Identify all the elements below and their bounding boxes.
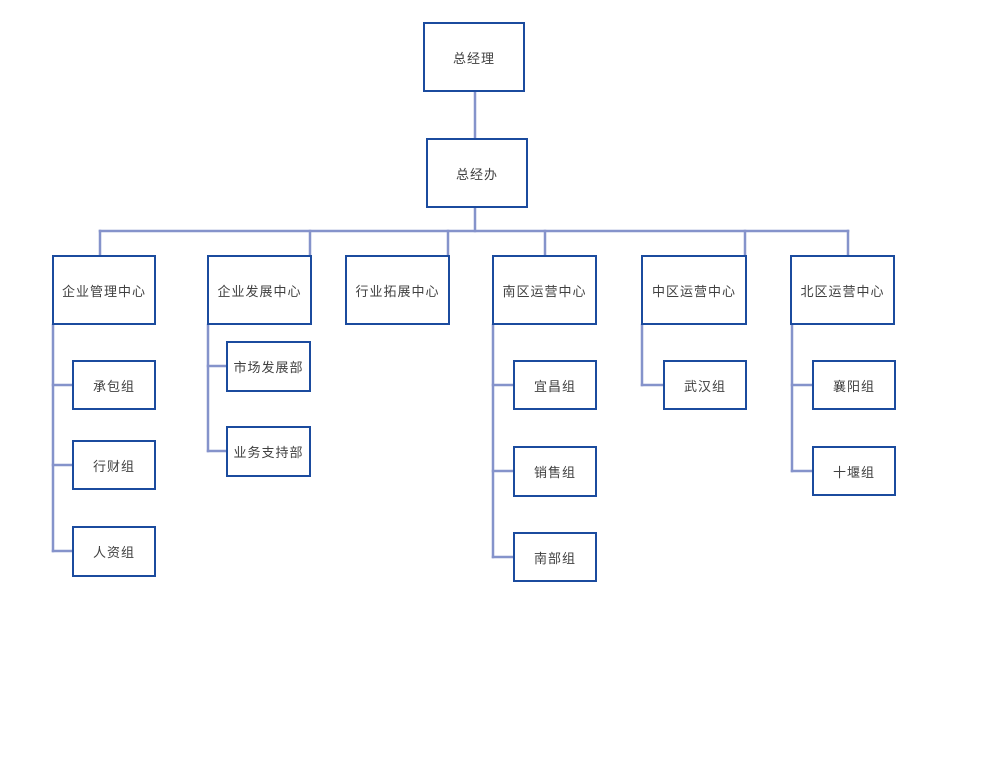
org-node-label: 人资组 xyxy=(92,545,135,560)
org-node-label: 行财组 xyxy=(92,458,135,474)
org-node-label: 承包组 xyxy=(92,378,135,394)
org-node-label: 行业拓展中心 xyxy=(355,283,440,299)
org-node-c2[interactable]: 企业发展中心 xyxy=(207,255,312,325)
org-node-label: 业务支持部 xyxy=(233,445,304,460)
org-node-c5a[interactable]: 武汉组 xyxy=(663,360,747,410)
org-node-label: 中区运营中心 xyxy=(651,283,736,299)
org-node-label: 总经理 xyxy=(452,50,495,66)
org-node-label: 十堰组 xyxy=(832,464,875,480)
org-node-c6b[interactable]: 十堰组 xyxy=(812,446,896,496)
org-node-c4[interactable]: 南区运营中心 xyxy=(492,255,597,325)
org-node-label: 销售组 xyxy=(533,465,576,480)
org-node-label: 南区运营中心 xyxy=(502,283,587,299)
org-node-c1[interactable]: 企业管理中心 xyxy=(52,255,156,325)
org-node-c4c[interactable]: 南部组 xyxy=(513,532,597,582)
org-node-label: 企业管理中心 xyxy=(61,283,146,299)
org-node-gmo[interactable]: 总经办 xyxy=(426,138,528,208)
org-node-label: 武汉组 xyxy=(683,378,726,394)
org-node-c3[interactable]: 行业拓展中心 xyxy=(345,255,450,325)
org-node-c1b[interactable]: 行财组 xyxy=(72,440,156,490)
org-node-c6a[interactable]: 襄阳组 xyxy=(812,360,896,410)
org-node-c1c[interactable]: 人资组 xyxy=(72,526,156,577)
org-node-gm[interactable]: 总经理 xyxy=(423,22,525,92)
org-node-label: 宜昌组 xyxy=(533,378,576,394)
org-node-c1a[interactable]: 承包组 xyxy=(72,360,156,410)
org-node-c2a[interactable]: 市场发展部 xyxy=(226,341,311,392)
org-node-c4a[interactable]: 宜昌组 xyxy=(513,360,597,410)
org-node-c2b[interactable]: 业务支持部 xyxy=(226,426,311,477)
org-node-label: 市场发展部 xyxy=(233,360,304,375)
org-node-c6[interactable]: 北区运营中心 xyxy=(790,255,895,325)
org-node-label: 北区运营中心 xyxy=(800,283,885,299)
org-node-c4b[interactable]: 销售组 xyxy=(513,446,597,497)
org-node-label: 总经办 xyxy=(455,166,498,182)
org-node-label: 企业发展中心 xyxy=(217,283,302,299)
org-node-c5[interactable]: 中区运营中心 xyxy=(641,255,747,325)
org-node-label: 襄阳组 xyxy=(832,378,875,394)
org-node-label: 南部组 xyxy=(533,550,576,566)
